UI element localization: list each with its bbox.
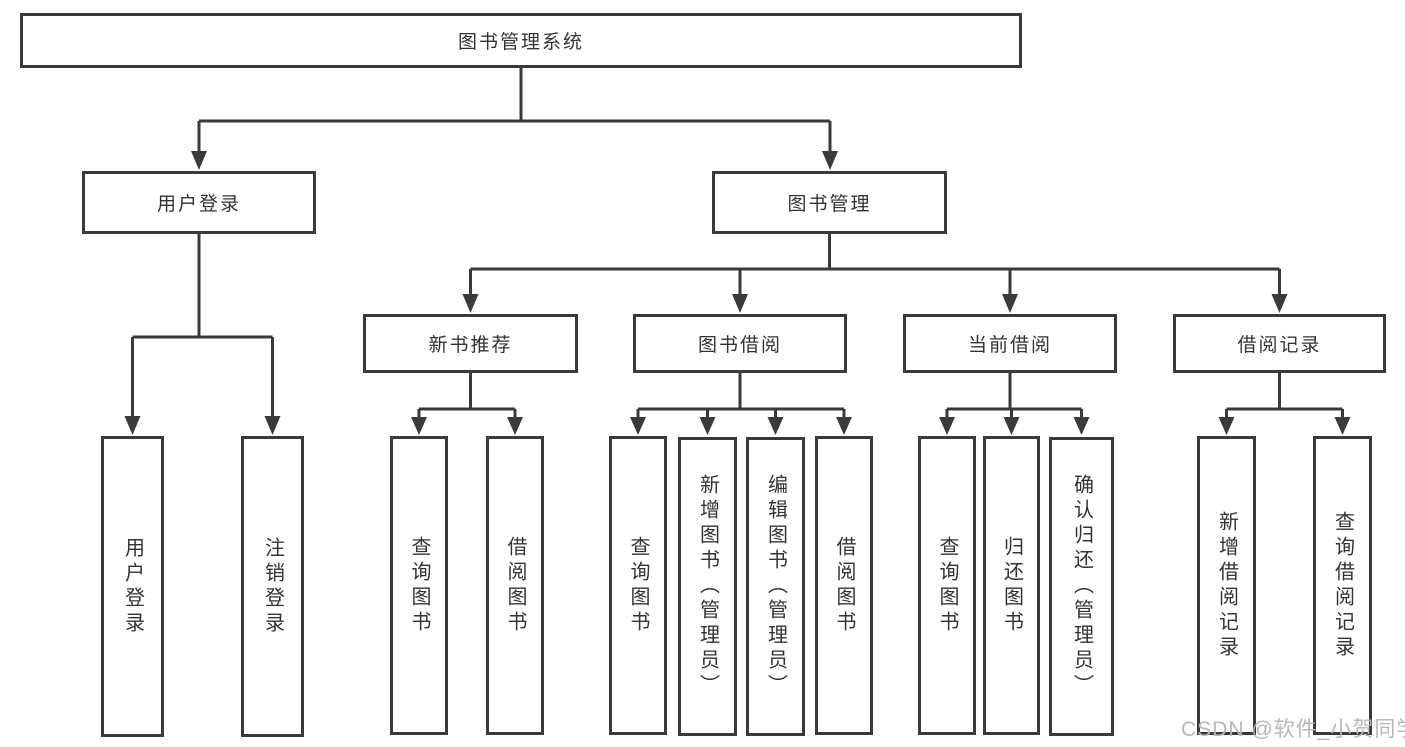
node-label: 用户登录: [156, 194, 241, 215]
node-label: 用户登录: [121, 536, 144, 637]
node-current-borrowing: 当前借阅: [903, 314, 1117, 373]
leaf-edit-books-admin: 编辑图书（管理员）: [746, 437, 805, 736]
node-label: 图书管理系统: [457, 32, 584, 53]
connector-newbook-to-leaves: [417, 373, 517, 419]
leaf-query-books-1: 查询图书: [390, 436, 448, 735]
node-book-borrowing: 图书借阅: [633, 314, 847, 373]
connector-root-to-level1: [197, 68, 832, 153]
node-label: 图书管理: [787, 194, 872, 215]
node-label: 编辑图书（管理员）: [764, 474, 787, 699]
connector-borrowrecord-to-leaves: [1225, 373, 1344, 419]
node-book-management: 图书管理: [712, 171, 947, 234]
leaf-logout: 注销登录: [241, 436, 304, 737]
connector-bookmgmt-to-level2: [469, 234, 1281, 296]
arrowhead: [191, 151, 207, 170]
arrowhead: [836, 417, 852, 435]
node-label: 查询图书: [408, 535, 430, 636]
leaf-add-borrow-record: 新增借阅记录: [1197, 436, 1256, 735]
node-label: 注销登录: [261, 536, 284, 637]
leaf-query-books-2: 查询图书: [609, 436, 667, 735]
node-label: 当前借阅: [967, 335, 1052, 356]
node-label: 新增借阅记录: [1215, 510, 1238, 661]
arrowhead: [822, 151, 838, 170]
csdn-watermark: CSDN @软件_小贺同学: [1181, 718, 1405, 741]
leaf-confirm-return-admin: 确认归还（管理员）: [1049, 437, 1114, 736]
node-new-book-recommend: 新书推荐: [363, 314, 578, 373]
arrowhead: [1271, 294, 1288, 313]
arrowhead: [630, 417, 646, 435]
arrowhead: [124, 416, 141, 435]
leaf-user-login: 用户登录: [101, 436, 164, 737]
arrowhead: [939, 417, 955, 435]
connector-currentborrow-to-leaves: [945, 373, 1083, 419]
node-label: 查询借阅记录: [1331, 510, 1354, 661]
node-library-management-system: 图书管理系统: [20, 13, 1022, 68]
arrowhead: [699, 417, 716, 435]
leaf-borrow-books-2: 借阅图书: [815, 436, 873, 735]
arrowhead: [1073, 417, 1090, 435]
leaf-query-books-3: 查询图书: [918, 436, 976, 735]
connector-bookborrow-to-leaves: [636, 373, 846, 419]
arrowhead: [411, 417, 427, 435]
connector-userlogin-to-leaves: [131, 234, 274, 418]
node-borrowing-records: 借阅记录: [1173, 314, 1386, 373]
arrowhead: [1218, 417, 1235, 435]
arrowhead: [507, 417, 523, 435]
node-label: 借阅图书: [504, 535, 526, 636]
node-label: 新书推荐: [428, 335, 513, 356]
leaf-borrow-books-1: 借阅图书: [486, 436, 544, 735]
arrowhead: [732, 294, 748, 313]
arrowhead: [264, 416, 281, 435]
leaf-return-books: 归还图书: [983, 436, 1040, 735]
arrowhead: [1003, 417, 1020, 435]
arrowhead: [1334, 417, 1351, 435]
node-label: 借阅图书: [833, 535, 855, 636]
arrowhead: [462, 294, 479, 313]
node-label: 归还图书: [1000, 535, 1023, 636]
node-label: 新增图书（管理员）: [696, 474, 719, 699]
node-label: 查询图书: [627, 535, 649, 636]
arrowhead: [1002, 294, 1018, 313]
arrowhead: [767, 417, 784, 435]
node-label: 图书借阅: [697, 335, 782, 356]
leaf-add-books-admin: 新增图书（管理员）: [678, 437, 737, 736]
leaf-query-borrow-record: 查询借阅记录: [1313, 436, 1372, 735]
node-user-login: 用户登录: [82, 171, 316, 234]
node-label: 借阅记录: [1237, 335, 1322, 356]
node-label: 查询图书: [936, 535, 958, 636]
node-label: 确认归还（管理员）: [1070, 474, 1093, 699]
